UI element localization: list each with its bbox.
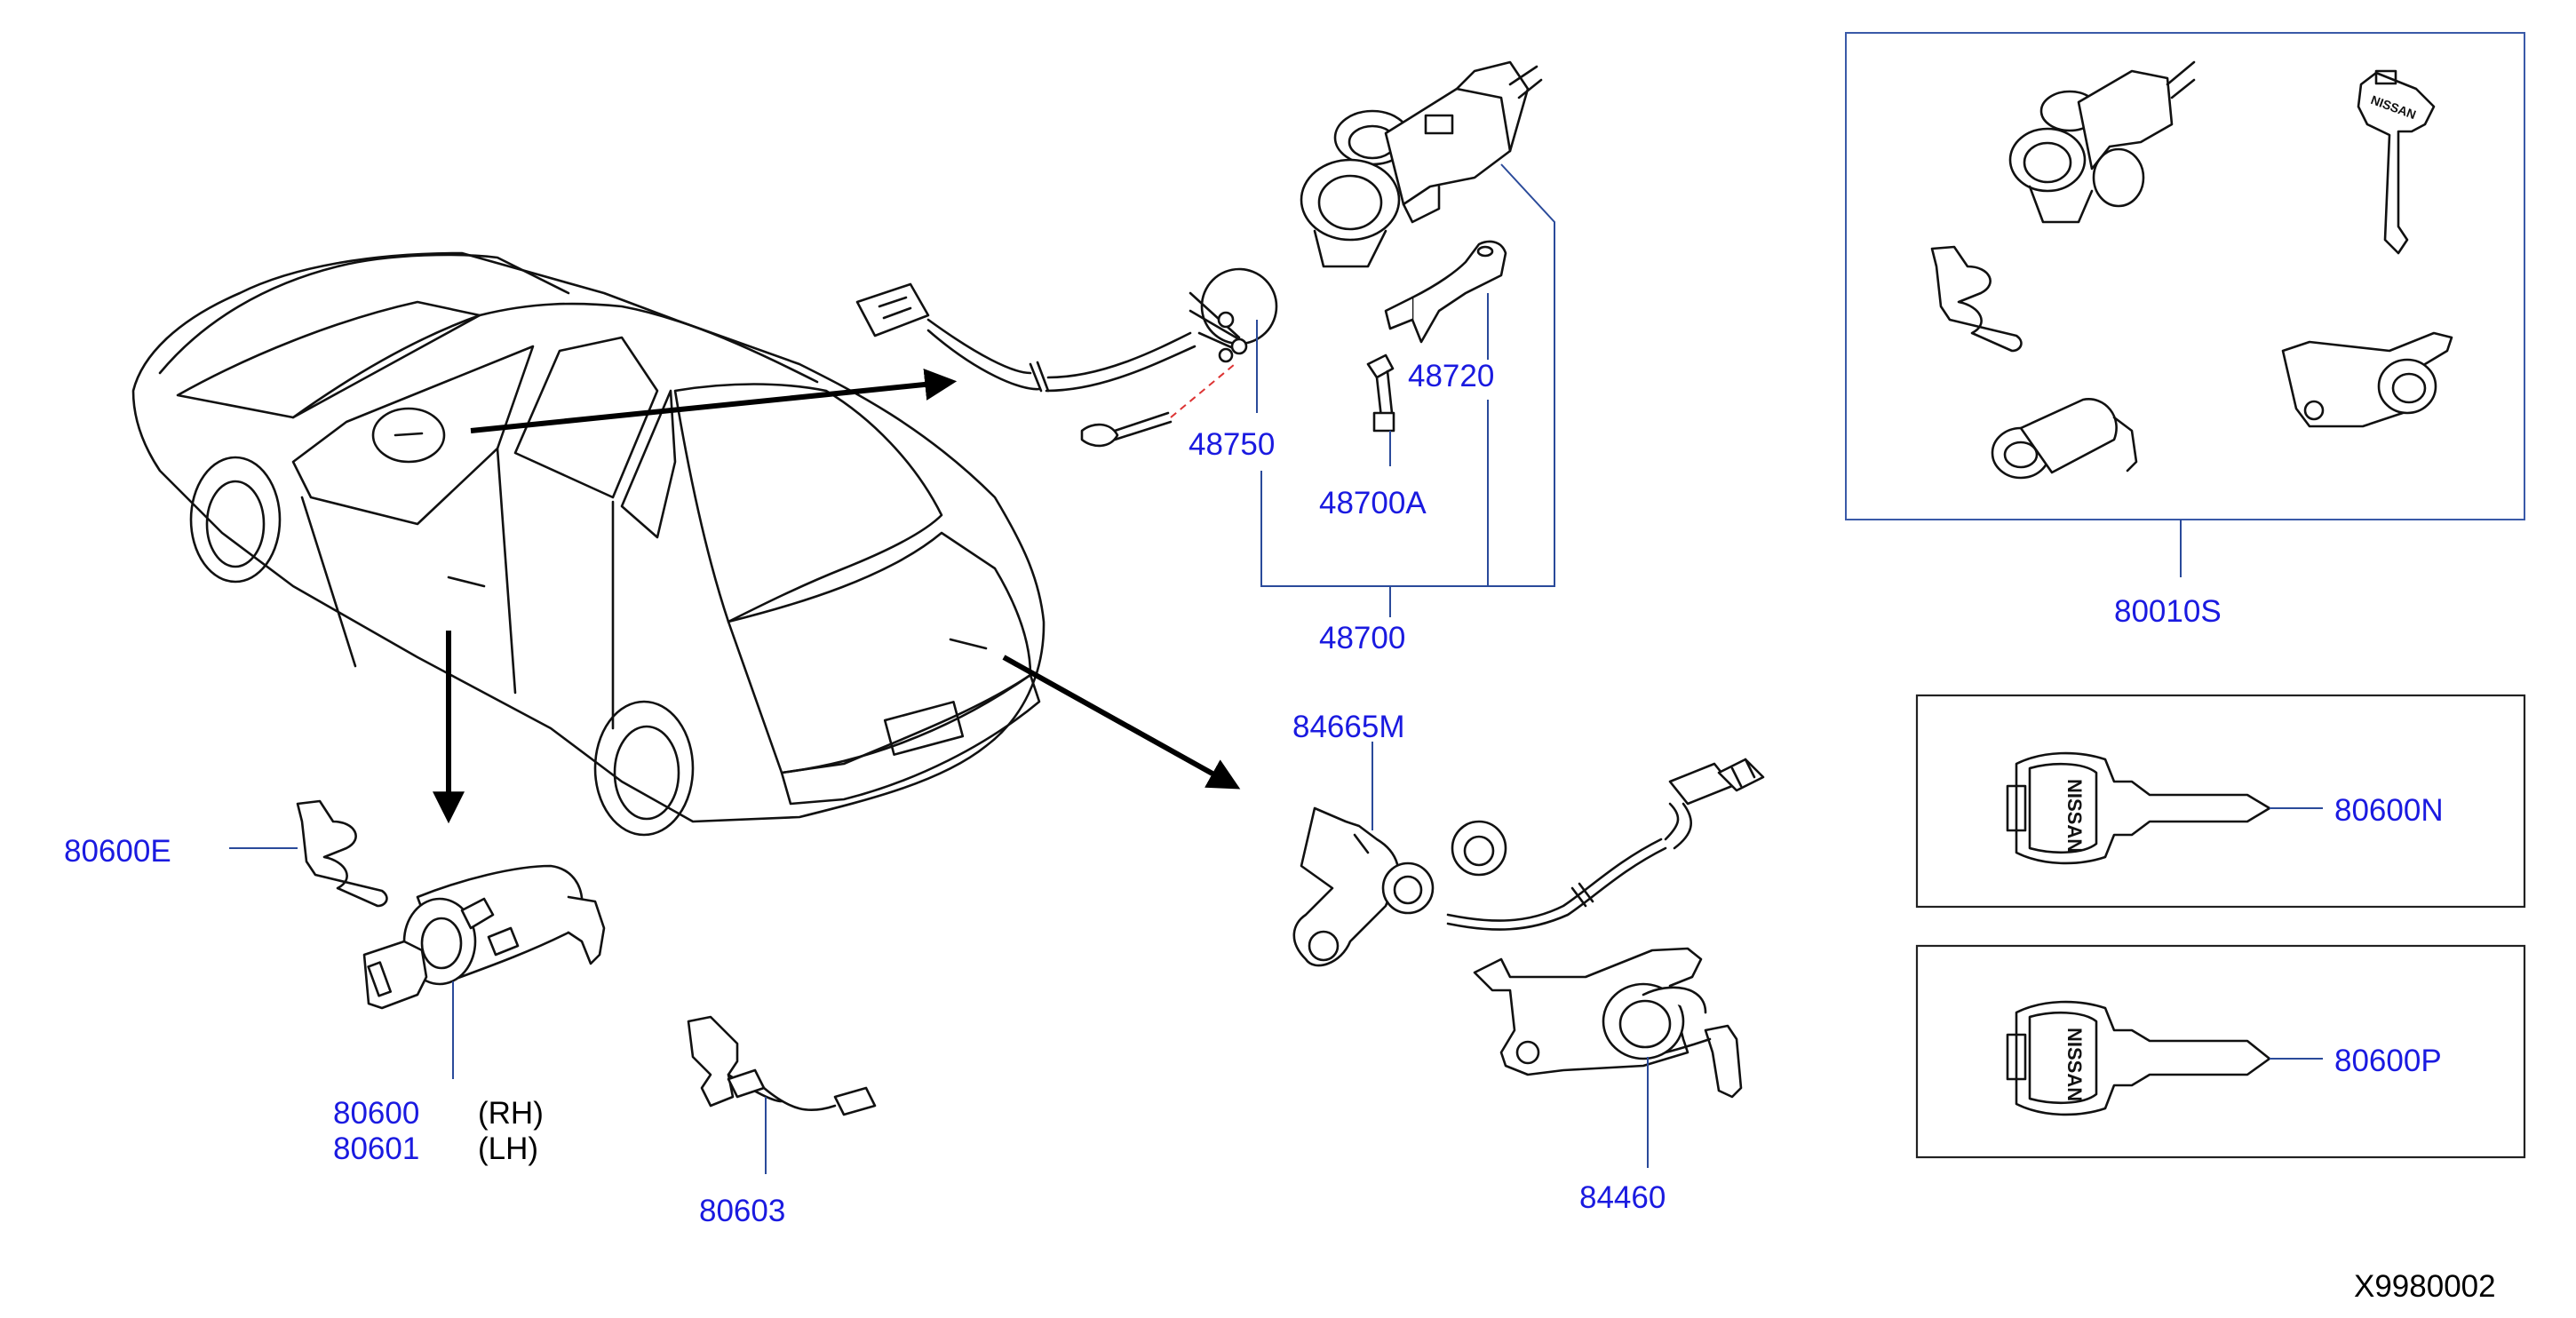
label-rh: (RH) <box>478 1096 544 1131</box>
label-84665M: 84665M <box>1292 710 1404 744</box>
arrow-to-ignition <box>470 369 958 433</box>
kit-box-80010S <box>1845 32 2525 520</box>
key-box-80600P <box>1915 944 2526 1159</box>
label-48700A: 48700A <box>1319 486 1427 520</box>
label-80601: 80601 <box>333 1131 419 1166</box>
ignition-lock-48700 <box>1300 60 1543 433</box>
label-48750: 48750 <box>1189 427 1275 462</box>
label-80600N: 80600N <box>2334 793 2444 828</box>
label-48720: 48720 <box>1408 359 1494 393</box>
trunk-latch-84665M <box>1292 758 1765 967</box>
label-80600P: 80600P <box>2334 1044 2442 1078</box>
ignition-harness-48750 <box>855 267 1278 448</box>
leaders-ignition <box>1256 163 1555 617</box>
trunk-cylinder-84460 <box>1473 947 1743 1099</box>
label-48700: 48700 <box>1319 621 1405 655</box>
kit-contents: NISSAN <box>1930 60 2453 480</box>
door-lock-switch-80603 <box>687 1015 877 1116</box>
label-84460: 84460 <box>1579 1180 1666 1215</box>
door-lock-clip-80600E <box>296 799 388 908</box>
key-blank-80600N: NISSAN <box>2006 751 2271 865</box>
label-lh: (LH) <box>478 1131 538 1166</box>
door-lock-cylinder-80600 <box>362 864 606 1010</box>
label-80600E: 80600E <box>64 834 171 869</box>
label-80010S: 80010S <box>2114 594 2222 629</box>
reference-code: X9980002 <box>2354 1269 2496 1304</box>
car-illustration <box>131 251 1046 837</box>
key-blank-80600P: NISSAN <box>2006 1000 2271 1116</box>
key-box-80600N <box>1915 694 2526 909</box>
key-N-brand: NISSAN <box>2063 779 2086 853</box>
key-P-brand: NISSAN <box>2063 1028 2086 1101</box>
arrow-to-trunk-lock <box>1002 655 1241 790</box>
label-80600: 80600 <box>333 1096 419 1131</box>
label-80603: 80603 <box>699 1194 785 1228</box>
